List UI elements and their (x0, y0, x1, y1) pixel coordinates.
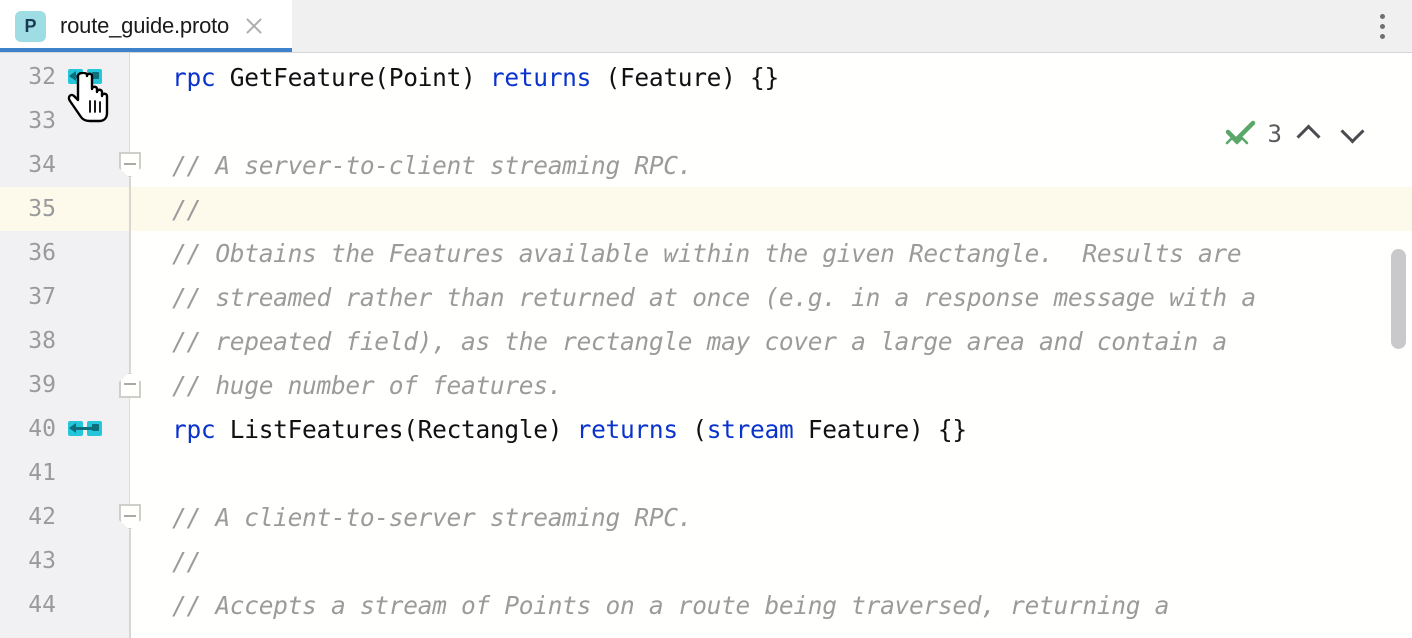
code-text: // Obtains the Features available within… (172, 238, 1242, 268)
code-line[interactable]: 43 // (0, 539, 1412, 583)
line-number: 44 (28, 592, 56, 618)
line-number: 40 (28, 416, 56, 442)
chevron-down-icon[interactable] (1336, 119, 1370, 149)
code-line[interactable]: 35 // (0, 187, 1412, 231)
code-line[interactable]: 32 rpc GetFeature(Point) returns (Feature… (0, 55, 1412, 99)
close-icon[interactable] (242, 14, 266, 38)
code-text: // streamed rather than returned at once… (172, 282, 1256, 312)
fold-collapse-icon[interactable] (119, 152, 141, 178)
code-text: // repeated field), as the rectangle may… (172, 326, 1227, 356)
fold-collapse-icon[interactable] (119, 504, 141, 530)
code-text: // Accepts a stream of Points on a route… (172, 590, 1170, 620)
code-line[interactable]: 38 // repeated field), as the rectangle m… (0, 319, 1412, 363)
tab-title: route_guide.proto (60, 13, 230, 38)
code-line[interactable]: 33 (0, 99, 1412, 143)
current-line-highlight (0, 187, 1412, 231)
inspection-widget[interactable]: 3 (1224, 116, 1370, 152)
line-number: 38 (28, 328, 56, 354)
line-number: 41 (28, 460, 56, 486)
line-number: 39 (28, 372, 56, 398)
chevron-up-icon[interactable] (1292, 119, 1326, 149)
scrollbar-thumb[interactable] (1391, 249, 1406, 349)
line-number: 42 (28, 504, 56, 530)
code-line[interactable]: 41 (0, 451, 1412, 495)
code-text: rpc GetFeature(Point) returns (Feature) … (172, 62, 779, 92)
line-number: 32 (28, 64, 56, 90)
fold-region-rail (129, 530, 131, 638)
code-line[interactable]: 36 // Obtains the Features available with… (0, 231, 1412, 275)
line-number: 36 (28, 240, 56, 266)
editor-gutter[interactable] (0, 53, 130, 638)
fold-end-icon[interactable] (119, 372, 141, 398)
grpc-stream-icon[interactable] (68, 69, 102, 85)
tab-route-guide-proto[interactable]: P route_guide.proto (0, 0, 292, 52)
line-number: 35 (28, 196, 56, 222)
inspection-count: 3 (1267, 120, 1282, 148)
proto-file-icon: P (15, 10, 46, 42)
fold-region-rail (129, 178, 131, 372)
tab-bar: P route_guide.proto (0, 0, 1412, 53)
grpc-stream-icon[interactable] (68, 421, 102, 437)
tab-active-underline (0, 48, 292, 52)
code-line[interactable]: 42 // A client-to-server streaming RPC. (0, 495, 1412, 539)
code-text: // (172, 194, 201, 224)
code-text: // (172, 546, 201, 576)
code-text: // A server-to-client streaming RPC. (172, 150, 693, 180)
more-vertical-icon[interactable] (1366, 10, 1398, 42)
code-text: rpc ListFeatures(Rectangle) returns (str… (172, 414, 967, 444)
line-number: 37 (28, 284, 56, 310)
code-line[interactable]: 39 // huge number of features. (0, 363, 1412, 407)
line-number: 43 (28, 548, 56, 574)
code-line[interactable]: 40 rpc ListFeatures(Rectangle) returns (s… (0, 407, 1412, 451)
line-number: 34 (28, 152, 56, 178)
code-text: // huge number of features. (172, 370, 563, 400)
inspection-ok-icon[interactable] (1224, 119, 1258, 149)
code-text: // A client-to-server streaming RPC. (172, 502, 693, 532)
code-line[interactable]: 44 // Accepts a stream of Points on a rou… (0, 583, 1412, 627)
code-editor[interactable]: 32 rpc GetFeature(Point) returns (Feature… (0, 53, 1412, 638)
code-line[interactable]: 37 // streamed rather than returned at on… (0, 275, 1412, 319)
editor-scrollbar[interactable] (1385, 53, 1412, 638)
line-number: 33 (28, 108, 56, 134)
code-line[interactable]: 34 // A server-to-client streaming RPC. (0, 143, 1412, 187)
